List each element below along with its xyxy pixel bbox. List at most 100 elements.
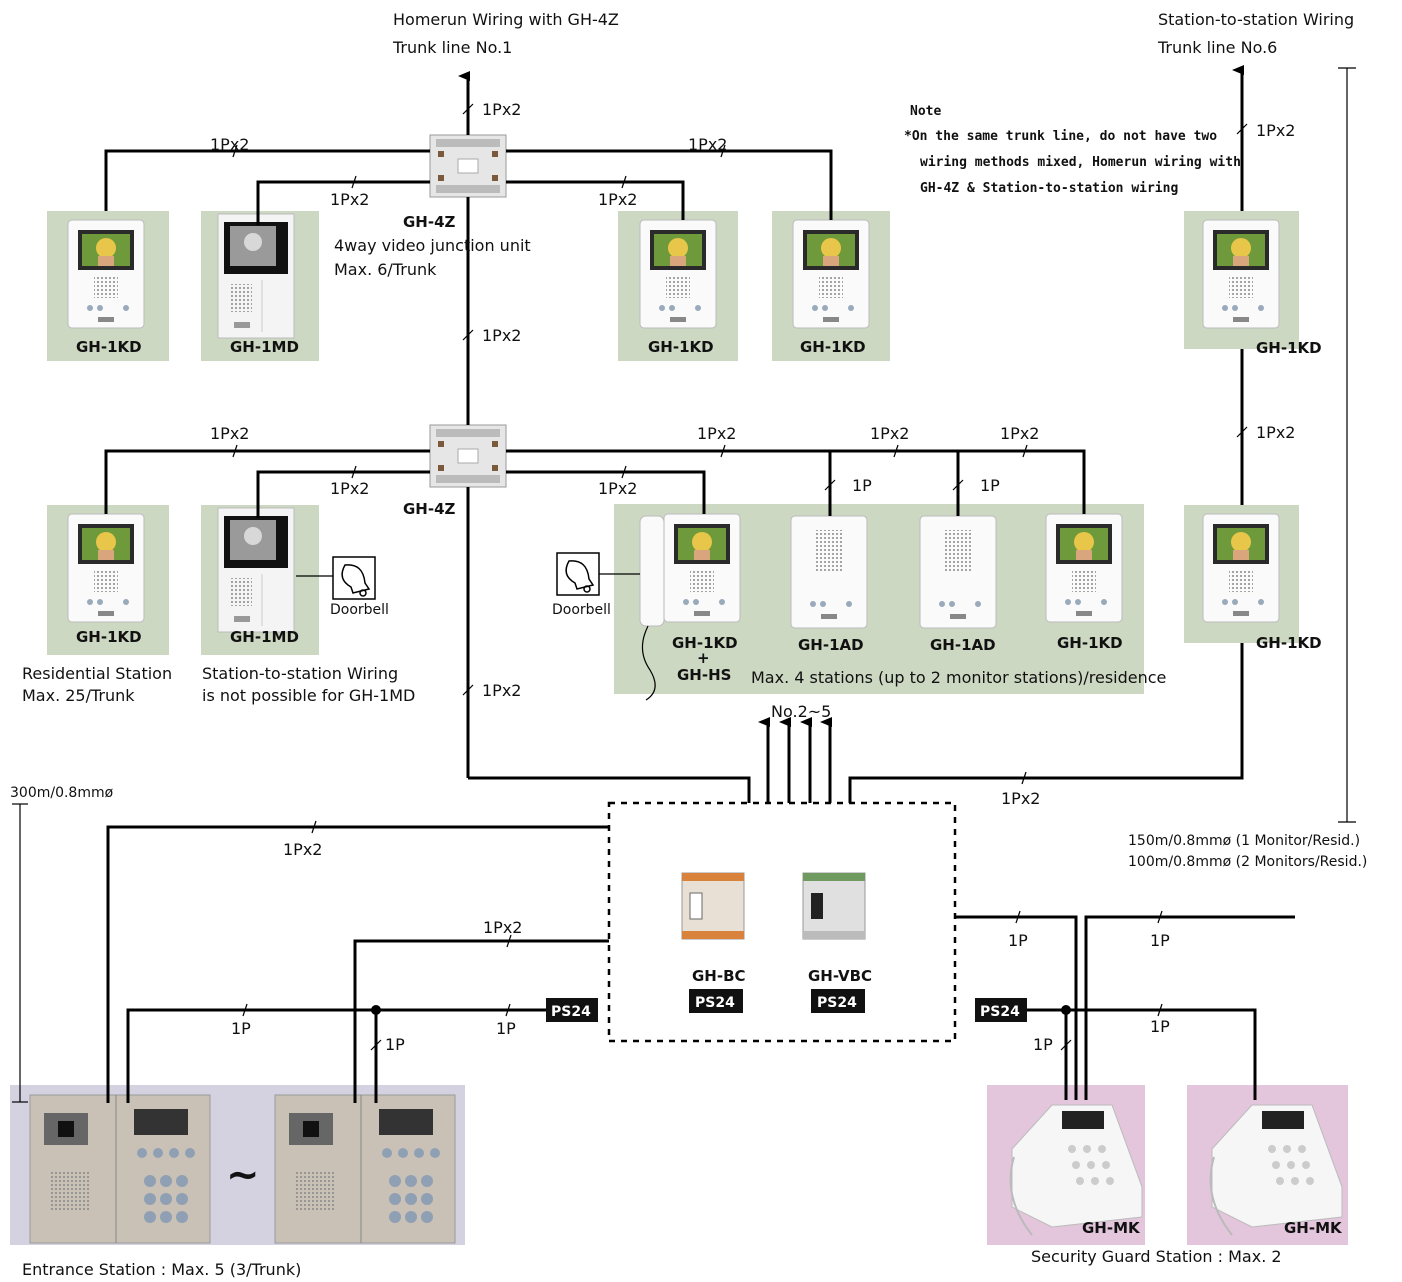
homerun-trunk: Trunk line No.1 xyxy=(392,38,512,57)
junction-max: Max. 6/Trunk xyxy=(334,260,437,279)
ps24-badge-right xyxy=(975,998,1027,1022)
cable-label: 1Px2 xyxy=(870,424,909,443)
entrance-station-1 xyxy=(29,1094,211,1244)
cable-label: 1Px2 xyxy=(210,135,249,154)
cable-label: 1Px2 xyxy=(482,100,521,119)
distance-right-1: 150m/0.8mmø (1 Monitor/Resid.) xyxy=(1128,833,1360,849)
wires xyxy=(12,65,1356,1103)
handset-cord xyxy=(641,625,656,701)
cable-label: 1P xyxy=(1150,1017,1170,1036)
cable-label: 1Px2 xyxy=(482,681,521,700)
junction-name: GH-4Z xyxy=(403,500,456,518)
residential-label: Residential Station xyxy=(22,664,172,683)
model-label: GH-1MD xyxy=(230,338,299,356)
model-label: GH-1KD xyxy=(800,338,866,356)
cable-label: 1P xyxy=(852,476,872,495)
junction-gh4z-2 xyxy=(429,424,507,488)
model-label: GH-MK xyxy=(1284,1219,1343,1237)
cable-label: 1P xyxy=(980,476,1000,495)
guard-label: Security Guard Station : Max. 2 xyxy=(1031,1247,1282,1266)
vbc-unit xyxy=(802,872,866,940)
s2s-title: Station-to-station Wiring xyxy=(1158,10,1354,29)
cable-label: 1Px2 xyxy=(1001,789,1040,808)
bc-unit xyxy=(681,872,745,940)
cable-label: 1Px2 xyxy=(483,918,522,937)
md-note-2: is not possible for GH-1MD xyxy=(202,686,415,705)
ps24-text: PS24 xyxy=(817,995,857,1011)
model-label: GH-1KD xyxy=(648,338,714,356)
cable-label: 1P xyxy=(496,1019,516,1038)
model-label: GH-1AD xyxy=(930,636,996,654)
kd-station-5 xyxy=(1045,513,1123,623)
cable-label: 1Px2 xyxy=(210,424,249,443)
kd-station-right-2 xyxy=(1202,513,1280,623)
note-line-2: wiring methods mixed, Homerun wiring wit… xyxy=(920,155,1241,170)
cable-label: 1Px2 xyxy=(482,326,521,345)
model-label: GH-MK xyxy=(1082,1219,1141,1237)
kd-station-right-1 xyxy=(1202,219,1280,329)
residential-max: Max. 25/Trunk xyxy=(22,686,135,705)
entrance-station-2 xyxy=(274,1094,456,1244)
kd-station-4 xyxy=(67,513,145,623)
cable-label: 1Px2 xyxy=(688,135,727,154)
distance-right-2: 100m/0.8mmø (2 Monitors/Resid.) xyxy=(1128,854,1367,870)
model-label: GH-BC xyxy=(692,967,746,985)
handset xyxy=(639,515,665,627)
trunk-numbers: No.2~5 xyxy=(771,702,831,721)
kd-station-2 xyxy=(639,219,717,329)
model-label: GH-1KD xyxy=(1256,634,1322,652)
cable-label: 1Px2 xyxy=(330,479,369,498)
model-label: GH-1KD xyxy=(672,634,738,652)
ps24-badge-vbc xyxy=(811,989,865,1013)
ps24-text: PS24 xyxy=(695,995,735,1011)
note-line-1: *On the same trunk line, do not have two xyxy=(904,129,1217,144)
model-label: GH-1KD xyxy=(1256,339,1322,357)
model-plus: + xyxy=(697,649,710,667)
kd-hs-station xyxy=(663,513,741,623)
junction-desc: 4way video junction unit xyxy=(334,236,531,255)
cable-label: 1P xyxy=(1008,931,1028,950)
cable-label: 1P xyxy=(385,1035,405,1054)
md-station-1 xyxy=(217,213,295,339)
note-line-3: GH-4Z & Station-to-station wiring xyxy=(920,181,1178,196)
s2s-trunk: Trunk line No.6 xyxy=(1157,38,1277,57)
range-tilde: ~ xyxy=(226,1152,260,1198)
ps24-badge-bc xyxy=(689,989,743,1013)
model-label: GH-1KD xyxy=(1057,634,1123,652)
ps24-badge-left xyxy=(546,998,598,1022)
note-title: Note xyxy=(910,104,941,119)
residence-max: Max. 4 stations (up to 2 monitor station… xyxy=(751,668,1166,687)
distance-left: 300m/0.8mmø xyxy=(10,785,114,801)
ad-station-2 xyxy=(919,515,997,629)
junction-name: GH-4Z xyxy=(403,213,456,231)
cable-label: 1Px2 xyxy=(1000,424,1039,443)
cable-label: 1Px2 xyxy=(330,190,369,209)
cable-label: 1Px2 xyxy=(1256,121,1295,140)
cable-label: 1Px2 xyxy=(598,479,637,498)
model-label: GH-1KD xyxy=(76,628,142,646)
doorbell-label: Doorbell xyxy=(330,602,389,618)
junction-gh4z-1 xyxy=(429,134,507,198)
cable-label: 1Px2 xyxy=(1256,423,1295,442)
ps24-text: PS24 xyxy=(551,1004,591,1020)
cable-label: 1Px2 xyxy=(283,840,322,859)
cable-label: 1P xyxy=(1150,931,1170,950)
md-station-2 xyxy=(217,507,295,633)
model-label: GH-1AD xyxy=(798,636,864,654)
cable-label: 1P xyxy=(1033,1035,1053,1054)
doorbell-icon-right xyxy=(556,552,600,596)
doorbell-label: Doorbell xyxy=(552,602,611,618)
model-label: GH-HS xyxy=(677,666,731,684)
ad-station-1 xyxy=(790,515,868,629)
model-label: GH-1KD xyxy=(76,338,142,356)
md-note-1: Station-to-station Wiring xyxy=(202,664,398,683)
ps24-text: PS24 xyxy=(980,1004,1020,1020)
entrance-label: Entrance Station : Max. 5 (3/Trunk) xyxy=(22,1260,301,1279)
cable-label: 1P xyxy=(231,1019,251,1038)
cable-label: 1Px2 xyxy=(598,190,637,209)
cable-label: 1Px2 xyxy=(697,424,736,443)
kd-station-3 xyxy=(792,219,870,329)
model-label: GH-VBC xyxy=(808,967,872,985)
